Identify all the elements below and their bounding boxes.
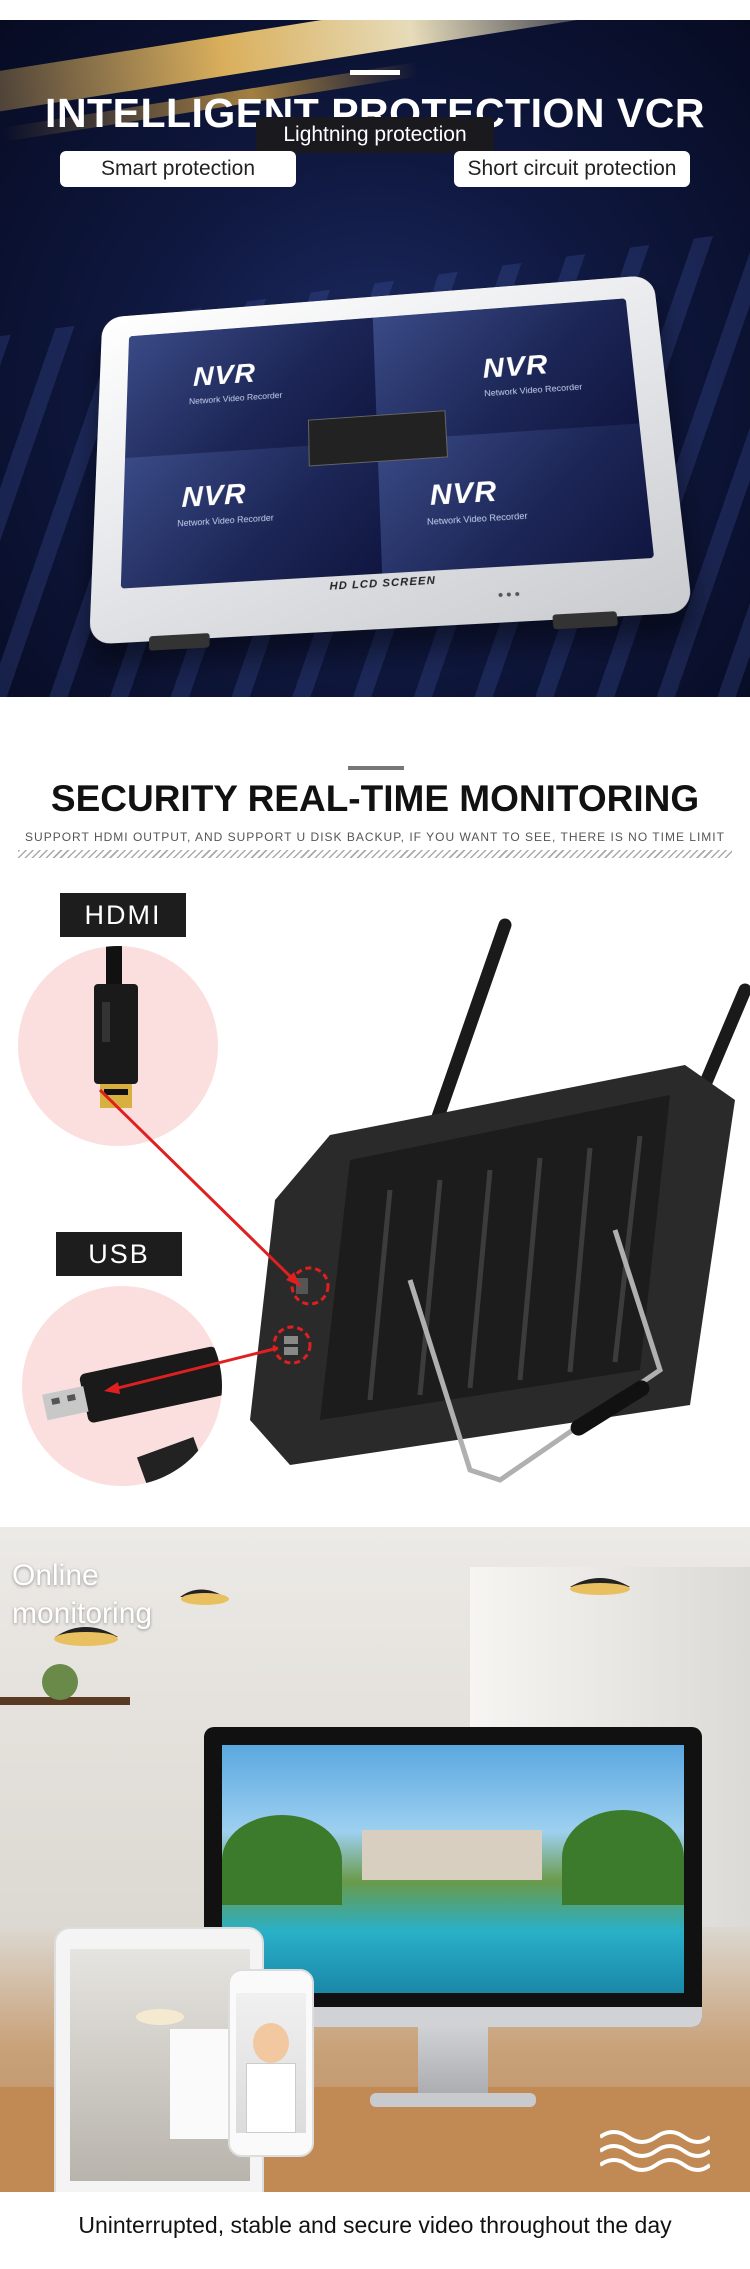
online-monitoring-section: Online monitoring	[0, 1527, 750, 2192]
section-title: SECURITY REAL-TIME MONITORING	[50, 778, 700, 819]
nvr-back-panel-image	[98, 918, 750, 1483]
online-monitoring-caption: Uninterrupted, stable and secure video t…	[78, 2212, 672, 2238]
usb-label: USB	[56, 1232, 182, 1276]
nvr-logo: NVR	[481, 349, 550, 385]
resort-pool-feed	[222, 1745, 684, 1993]
desktop-monitor	[204, 1727, 702, 2027]
ceiling-lamp	[136, 2009, 184, 2025]
title-accent-bar	[348, 766, 404, 770]
monitor-stand	[418, 2027, 488, 2097]
monitor-foot	[552, 611, 618, 630]
nvr-logo-subtitle: Network Video Recorder	[426, 510, 528, 527]
nvr-logo-subtitle: Network Video Recorder	[188, 390, 283, 407]
login-dialog	[307, 410, 449, 467]
building	[362, 1830, 542, 1880]
palm-trees	[222, 1815, 342, 1905]
palm-trees	[562, 1810, 684, 1905]
monitor-foot	[148, 633, 210, 651]
wave-icon	[600, 2130, 710, 2172]
monitor-base	[370, 2093, 536, 2107]
tablet-room-feed	[70, 1949, 250, 2181]
child-shirt	[246, 2063, 296, 2133]
intelligent-protection-banner: INTELLIGENT PROTECTION VCR Lightning pro…	[0, 20, 750, 697]
title-line-2: monitoring	[12, 1597, 153, 1630]
child-face	[253, 2023, 289, 2063]
feature-short-circuit-protection: Short circuit protection	[454, 151, 690, 187]
title-line-1: Online	[12, 1559, 99, 1592]
tablet-device	[54, 1927, 264, 2192]
phone-child-feed	[236, 1993, 306, 2133]
nvr-logo: NVR	[429, 475, 499, 512]
monitor-screen: NVR Network Video Recorder NVR Network V…	[120, 298, 655, 589]
online-monitoring-title: Online monitoring	[12, 1557, 152, 1633]
feature-lightning-protection: Lightning protection	[256, 117, 494, 153]
section-subtitle: SUPPORT HDMI OUTPUT, AND SUPPORT U DISK …	[25, 830, 725, 844]
feature-smart-protection: Smart protection	[60, 151, 296, 187]
nvr-logo-subtitle: Network Video Recorder	[177, 512, 274, 529]
nvr-logo-subtitle: Network Video Recorder	[483, 382, 583, 399]
nvr-monitor-image: NVR Network Video Recorder NVR Network V…	[89, 274, 694, 655]
power-indicator-leds: ● ● ●	[497, 588, 521, 600]
hatched-divider	[18, 850, 732, 858]
nvr-logo: NVR	[181, 478, 247, 514]
nvr-logo: NVR	[192, 358, 256, 393]
smartphone-device	[228, 1969, 314, 2157]
monitor-chin	[204, 2007, 702, 2027]
hdmi-label: HDMI	[60, 893, 186, 937]
title-accent-bar	[350, 70, 400, 75]
